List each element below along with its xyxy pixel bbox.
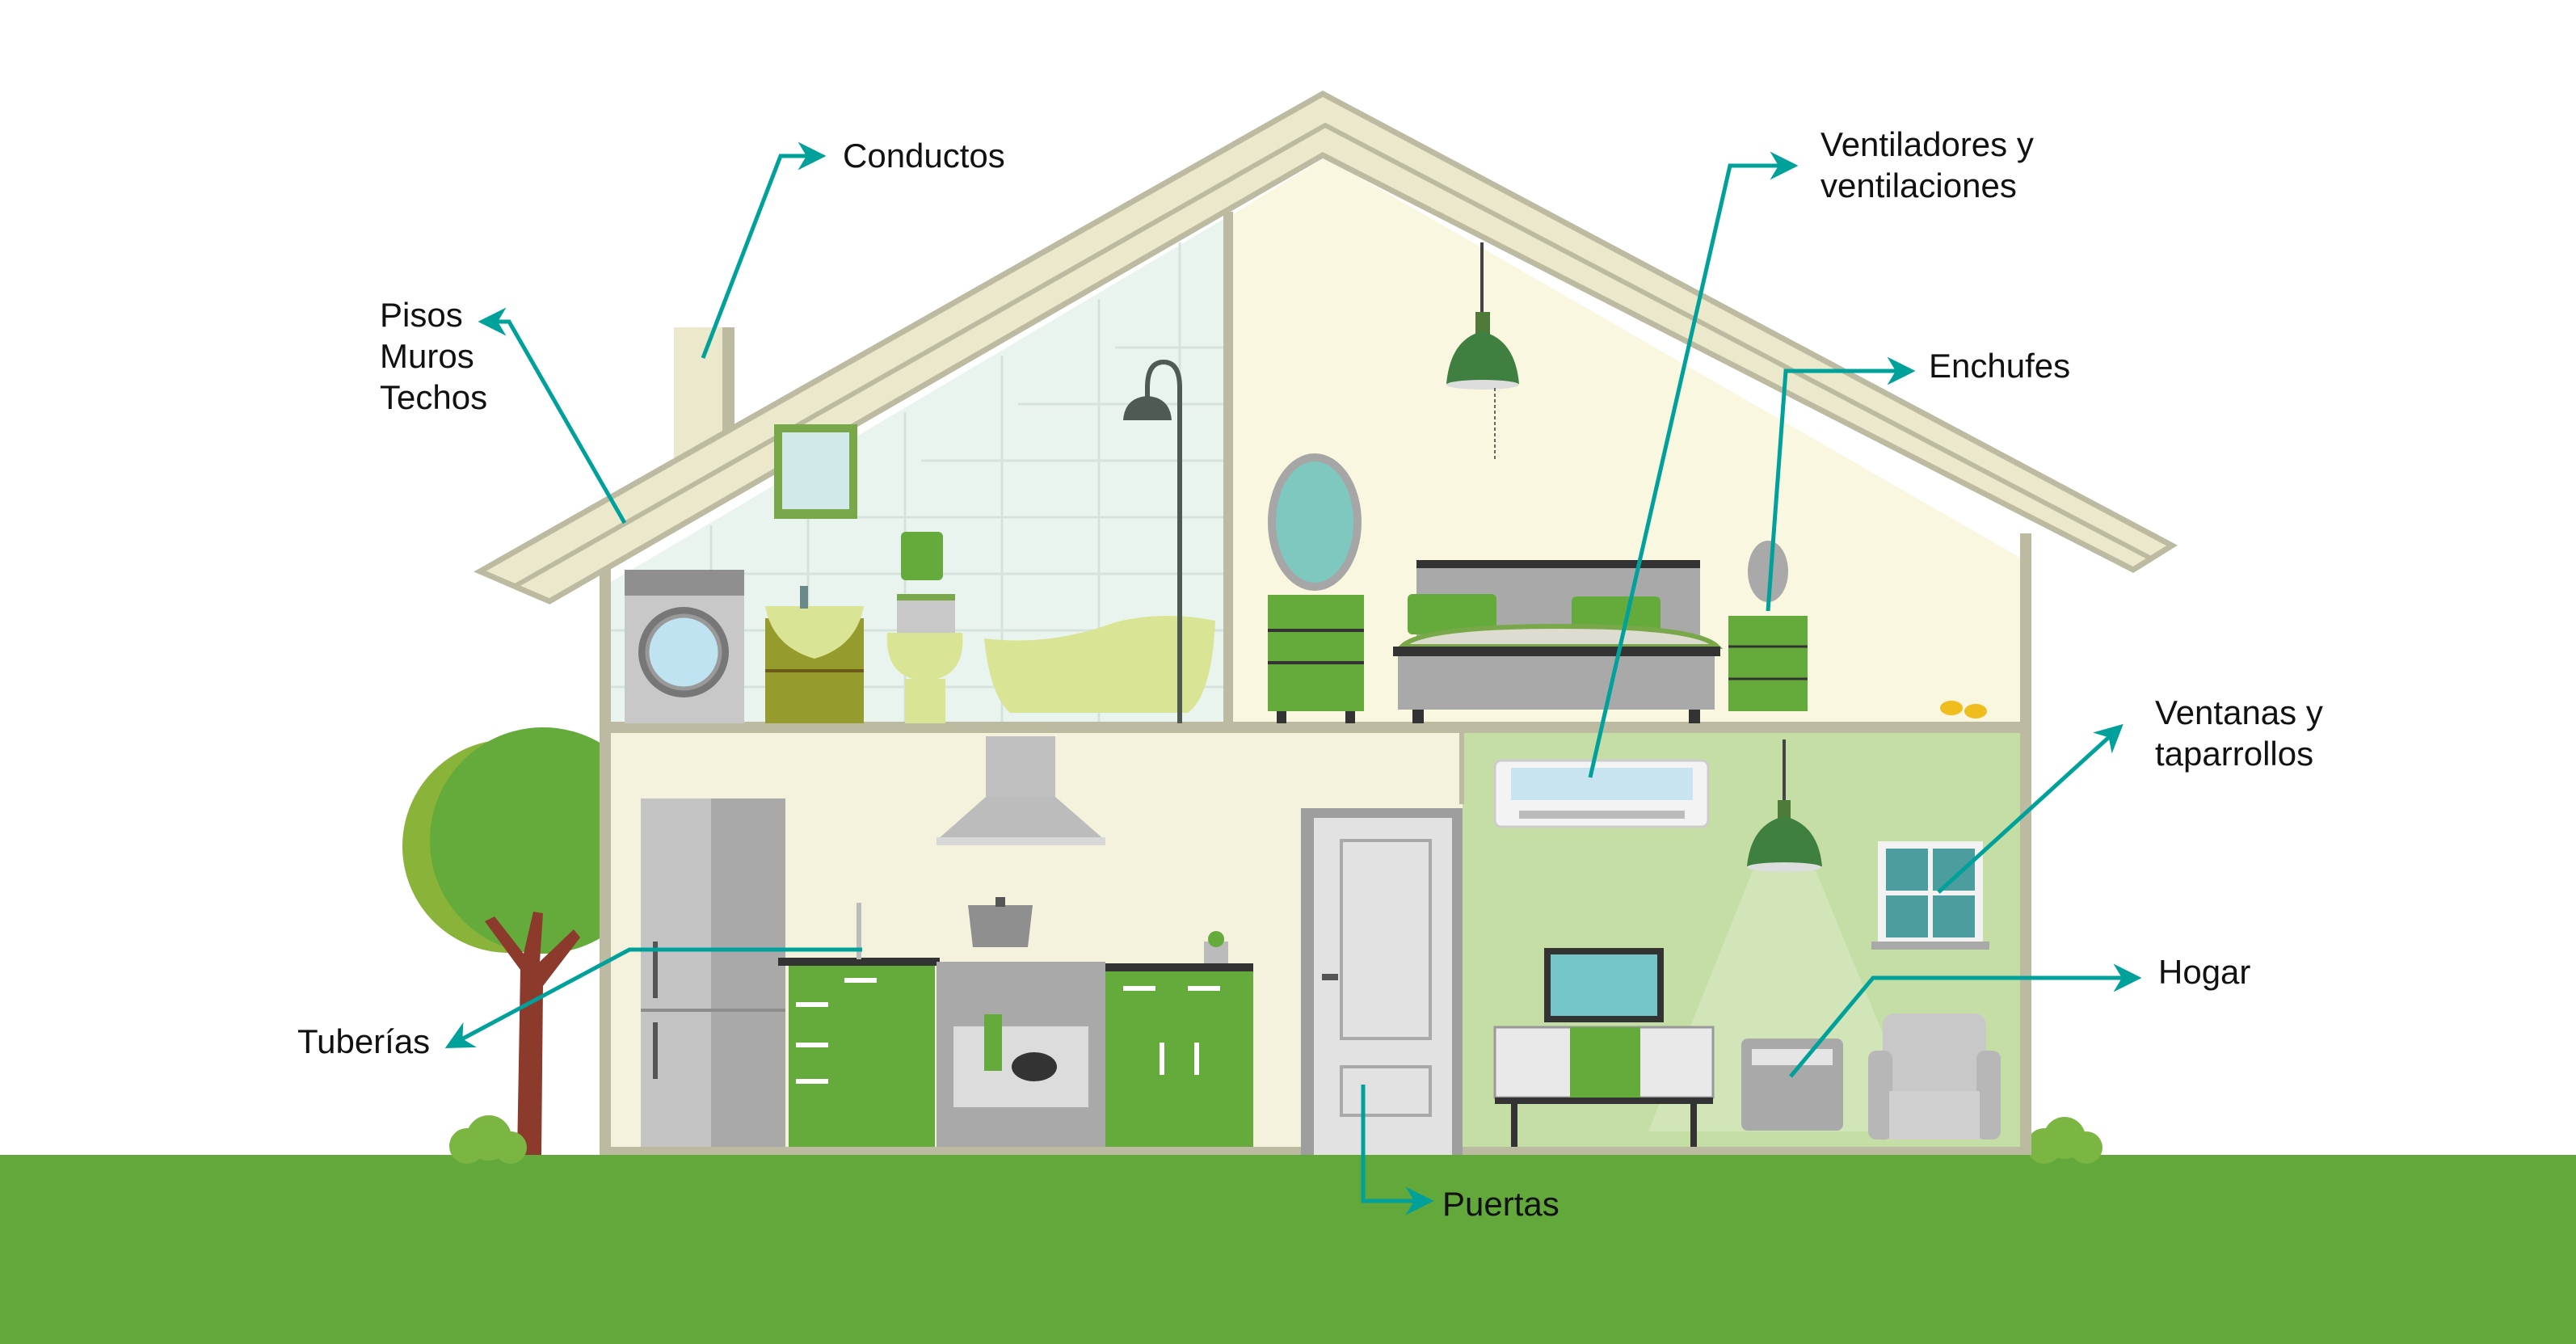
arrow-puertas: [1361, 1085, 1434, 1215]
stove: [937, 897, 1105, 1147]
label-hogar: Hogar: [2158, 953, 2250, 991]
bathtub: [984, 615, 1215, 713]
kitchen-cabinets-right: [1105, 931, 1253, 1147]
nightstand: [1728, 541, 1808, 711]
label-ventiladores-line1: Ventiladores y: [1820, 125, 2034, 163]
range-hood: [937, 736, 1105, 845]
label-puertas: Puertas: [1442, 1185, 1559, 1223]
arrow-ventiladores: [1588, 151, 1799, 778]
bathroom-mirror: [774, 424, 857, 519]
washing-machine: [625, 570, 744, 723]
label-ventanas-line1: Ventanas y: [2155, 693, 2323, 731]
arrow-conductos: [701, 141, 827, 359]
label-techos: Techos: [380, 378, 487, 416]
arrow-hogar: [1789, 963, 2142, 1078]
television: [1544, 948, 1664, 1022]
air-conditioner: [1493, 759, 1710, 828]
bedroom-ceiling-lamp: [1446, 242, 1519, 461]
arrow-ventanas: [1937, 723, 2124, 894]
bathroom-sink: [765, 586, 864, 723]
label-ventanas-line2: taparrollos: [2155, 735, 2313, 773]
living-room-lamp: [1648, 739, 1923, 1131]
refrigerator: [641, 798, 785, 1147]
label-tuberias: Tuberías: [297, 1022, 430, 1060]
shower: [1123, 359, 1182, 723]
label-muros: Muros: [380, 337, 474, 375]
toilet: [886, 532, 963, 723]
arrow-tuberias: [444, 947, 862, 1048]
bathroom-wall: [611, 218, 1225, 723]
heater: [1741, 1039, 1843, 1131]
arrow-enchufes: [1766, 356, 1916, 612]
label-conductos: Conductos: [843, 137, 1005, 175]
label-ventiladores-line2: ventilaciones: [1820, 166, 2017, 204]
arrow-pisos-muros-techos: [478, 307, 627, 525]
slippers: [1940, 701, 1987, 718]
window: [1871, 841, 1989, 950]
bed: [1393, 560, 1724, 723]
annotation-arrows: [444, 141, 2142, 1215]
tv-stand: [1493, 1026, 1715, 1147]
armchair: [1868, 1013, 2001, 1140]
bush-left: [449, 1115, 527, 1164]
ground: [0, 1155, 2576, 1344]
bush-right: [2027, 1117, 2102, 1164]
label-pisos: Pisos: [380, 296, 463, 334]
label-enchufes: Enchufes: [1929, 347, 2070, 385]
oval-mirror: [1268, 453, 1362, 591]
dresser: [1268, 595, 1364, 723]
kitchen-cabinets-left: [778, 903, 940, 1147]
door: [1301, 808, 1463, 1155]
